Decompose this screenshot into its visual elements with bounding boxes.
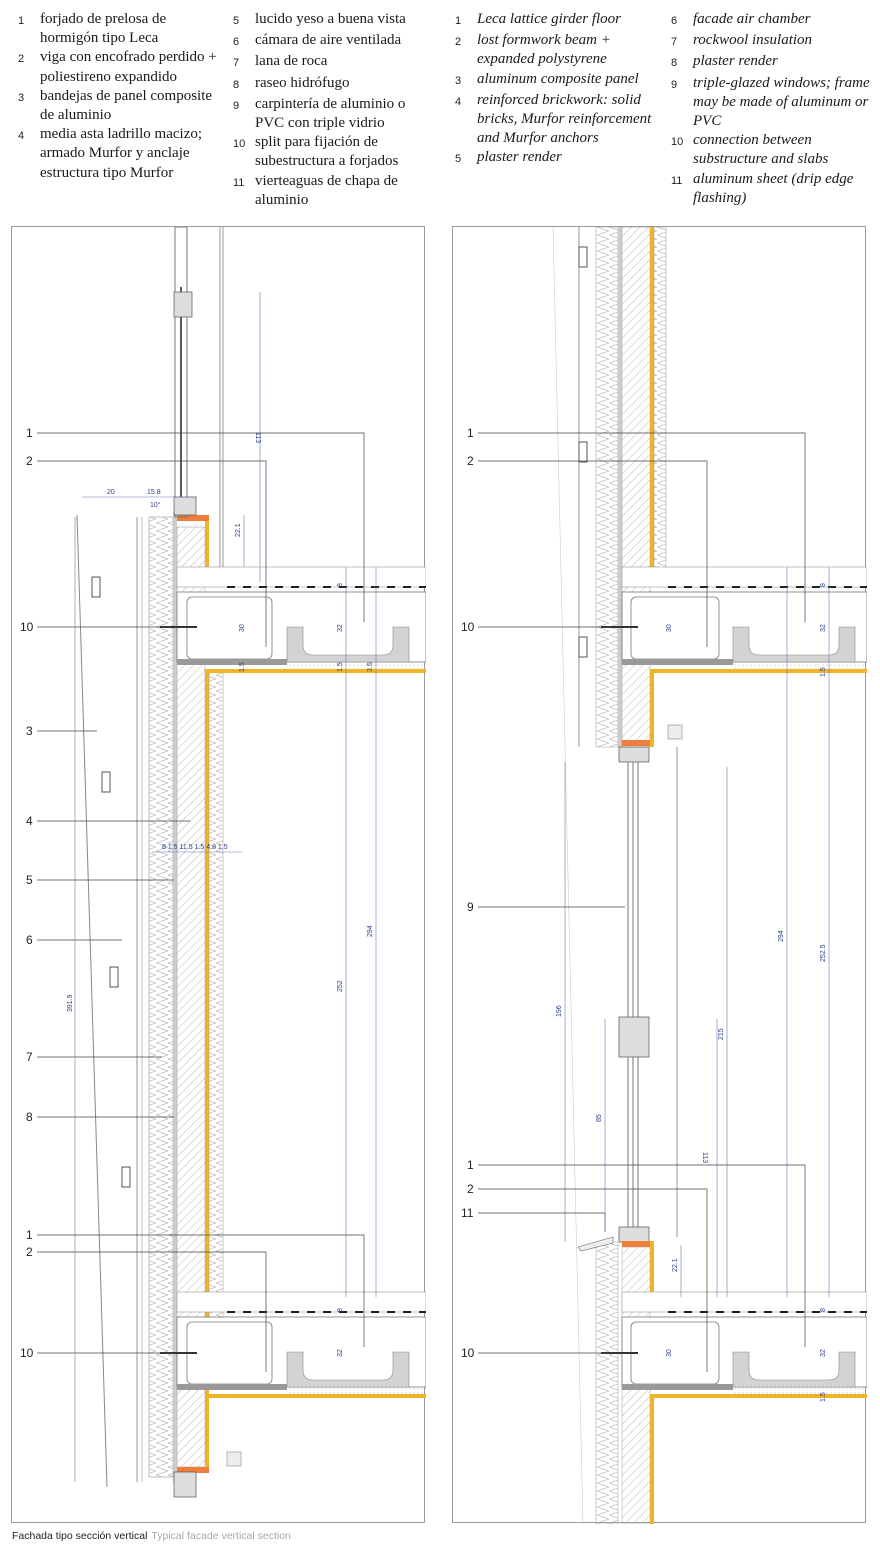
svg-text:11: 11	[461, 1206, 474, 1220]
svg-text:30: 30	[239, 624, 246, 632]
svg-text:3: 3	[26, 724, 33, 738]
svg-text:5: 5	[26, 873, 33, 887]
svg-text:1: 1	[26, 426, 33, 440]
left-section-svg: 1 2 10 3 4 5 6 7 8 1 2 10 20 15.8 10° 8 …	[20, 227, 426, 1498]
svg-text:2: 2	[467, 454, 474, 468]
svg-text:2: 2	[26, 1245, 33, 1259]
svg-text:32: 32	[337, 624, 344, 632]
svg-text:9: 9	[467, 900, 474, 914]
svg-text:252.5: 252.5	[820, 944, 827, 962]
caption-en: Typical facade vertical section	[151, 1530, 291, 1542]
svg-text:2: 2	[467, 1182, 474, 1196]
svg-text:8: 8	[820, 1308, 827, 1312]
svg-text:113: 113	[701, 1152, 708, 1163]
svg-text:4: 4	[26, 814, 33, 828]
caption-es: Fachada tipo sección vertical	[12, 1530, 148, 1542]
svg-text:1.5: 1.5	[239, 662, 246, 672]
svg-text:10: 10	[20, 1346, 34, 1360]
svg-text:215: 215	[718, 1028, 725, 1040]
svg-text:10: 10	[20, 620, 34, 634]
svg-text:15.8: 15.8	[147, 489, 161, 496]
svg-text:391.9: 391.9	[67, 994, 74, 1012]
svg-text:294: 294	[778, 930, 785, 942]
svg-text:32: 32	[820, 624, 827, 632]
svg-text:10: 10	[461, 620, 475, 634]
svg-text:22.1: 22.1	[672, 1258, 679, 1272]
svg-text:7: 7	[26, 1050, 33, 1064]
svg-text:32: 32	[337, 1349, 344, 1357]
svg-text:252: 252	[337, 980, 344, 992]
svg-text:1.5: 1.5	[820, 667, 827, 677]
svg-text:8: 8	[337, 583, 344, 587]
svg-text:8: 8	[26, 1110, 33, 1124]
svg-text:1: 1	[26, 1228, 33, 1242]
svg-text:8 1.5 11.5 1.5 4.8 1.5: 8 1.5 11.5 1.5 4.8 1.5	[162, 844, 228, 851]
svg-text:32: 32	[820, 1349, 827, 1357]
left-section-drawing: 1 2 10 3 4 5 6 7 8 1 2 10 20 15.8 10° 8 …	[11, 226, 426, 1523]
svg-text:3.5: 3.5	[367, 662, 374, 672]
svg-text:22.1: 22.1	[235, 523, 242, 537]
right-section-drawing: 1 2 10 9 1 2 11 10 8 30 32 1.5 196 294 2…	[452, 226, 867, 1524]
right-section-svg: 1 2 10 9 1 2 11 10 8 30 32 1.5 196 294 2…	[461, 227, 867, 1524]
svg-text:1.5: 1.5	[820, 1392, 827, 1402]
svg-text:113: 113	[254, 432, 261, 443]
svg-text:1.5: 1.5	[337, 662, 344, 672]
svg-text:20: 20	[107, 489, 115, 496]
svg-text:2: 2	[26, 454, 33, 468]
svg-text:85: 85	[596, 1114, 603, 1122]
svg-text:8: 8	[820, 583, 827, 587]
svg-text:30: 30	[666, 624, 673, 632]
svg-text:196: 196	[556, 1005, 563, 1017]
svg-text:6: 6	[26, 933, 33, 947]
svg-text:294: 294	[367, 925, 374, 937]
svg-text:10°: 10°	[150, 501, 161, 509]
svg-text:1: 1	[467, 1158, 474, 1172]
svg-text:10: 10	[461, 1346, 475, 1360]
svg-text:30: 30	[666, 1349, 673, 1357]
svg-text:8: 8	[337, 1308, 344, 1312]
svg-text:1: 1	[467, 426, 474, 440]
